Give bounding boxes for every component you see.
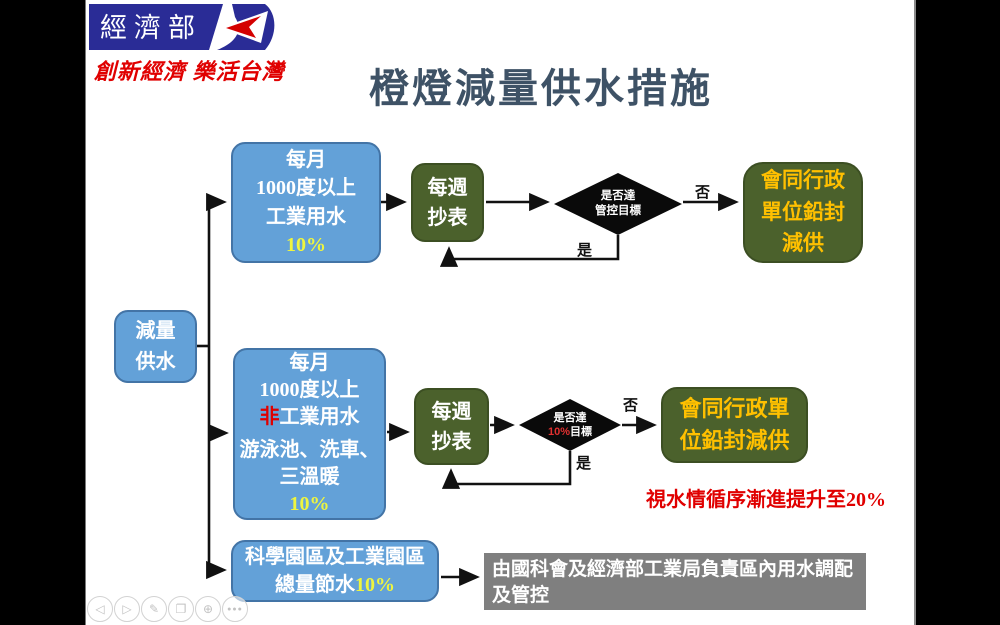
logo-graphic: 經濟部 — [89, 4, 275, 50]
source-line: 每月 — [289, 352, 330, 374]
decision-line: 10%目標 — [548, 425, 592, 439]
action-line: 位鉛封減供 — [679, 428, 790, 453]
decision-line: 是否達 — [553, 411, 587, 424]
previous-slide-button[interactable]: ◁ — [87, 596, 113, 622]
see-all-slides-button[interactable]: ❐ — [168, 596, 194, 622]
root-line: 減量 — [135, 319, 176, 342]
source-box-parks: 科學園區及工業園區總量節水10% — [231, 540, 439, 602]
decision-line: 管控目標 — [595, 205, 641, 217]
pen-button[interactable]: ✎ — [141, 596, 167, 622]
see-all-slides-icon: ❐ — [175, 602, 187, 616]
root-line: 供水 — [135, 350, 176, 373]
root-box: 減量 供水 — [114, 310, 197, 383]
meter-line: 抄表 — [427, 206, 468, 229]
decision-line: 是否達 — [600, 190, 636, 203]
no-label-nonindustrial: 否 — [623, 398, 639, 414]
slideshow-nav-toolbar: ◁ ▷ ✎ ❐ ⊕ ●●● — [87, 596, 248, 624]
action-line: 減供 — [782, 231, 824, 256]
parks-text: 科學園區及工業園區總量節水10% — [239, 543, 431, 599]
next-icon: ▷ — [122, 602, 132, 616]
logo-slogan: 創新經濟 樂活台灣 — [94, 59, 285, 84]
more-options-button[interactable]: ●●● — [222, 596, 248, 622]
source-box-industrial: 每月 1000度以上 工業用水 10% — [231, 142, 381, 263]
previous-icon: ◁ — [95, 602, 105, 616]
zoom-button[interactable]: ⊕ — [195, 596, 221, 622]
logo-red-arrow-icon — [226, 16, 261, 38]
action-line: 會同行政 — [761, 168, 845, 193]
source-line-rest: 工業用水 — [279, 406, 360, 428]
next-slide-button[interactable]: ▷ — [114, 596, 140, 622]
meter-box-nonindustrial: 每週 抄表 — [414, 388, 489, 465]
meter-line: 抄表 — [431, 430, 472, 453]
logo-agency-text: 經濟部 — [100, 13, 202, 43]
decision-line-rest: 目標 — [570, 426, 593, 438]
pen-icon: ✎ — [148, 602, 160, 616]
meter-box-industrial: 每週 抄表 — [411, 163, 484, 242]
action-line: 會同行政單 — [679, 396, 790, 422]
decision-percentage: 10% — [547, 426, 571, 438]
action-box-industrial: 會同行政 單位鉛封 減供 — [743, 162, 863, 263]
slide-title: 橙燈減量供水措施 — [369, 66, 713, 111]
parks-percentage: 10% — [355, 574, 395, 596]
decision-diamond-nonindustrial: 是否達 10%目標 — [519, 399, 621, 451]
source-percentage: 10% — [289, 493, 330, 515]
meter-line: 每週 — [427, 176, 468, 199]
meter-line: 每週 — [431, 400, 472, 423]
source-line: 工業用水 — [266, 205, 346, 228]
non-prefix: 非 — [259, 406, 280, 428]
moea-logo: 經濟部 — [89, 4, 284, 50]
source-line: 1000度以上 — [259, 379, 360, 401]
source-percentage: 10% — [286, 233, 326, 256]
escalation-note: 視水情循序漸進提升至20% — [646, 489, 886, 511]
action-box-nonindustrial: 會同行政單 位鉛封減供 — [661, 387, 808, 463]
yes-label-nonindustrial: 是 — [576, 456, 592, 472]
source-line: 1000度以上 — [256, 177, 356, 200]
action-line: 單位鉛封 — [761, 199, 845, 224]
source-box-nonindustrial: 每月 1000度以上 非工業用水 游泳池、洗車、三溫暖 10% — [233, 348, 386, 520]
parks-action-box: 由國科會及經濟部工業局負責區內用水調配及管控 — [484, 553, 866, 610]
source-examples: 游泳池、洗車、三溫暖 — [239, 439, 380, 488]
zoom-icon: ⊕ — [202, 602, 214, 616]
decision-diamond-industrial: 是否達 管控目標 — [554, 173, 682, 235]
no-label-industrial: 否 — [695, 185, 711, 201]
source-line: 非工業用水 — [260, 404, 360, 431]
more-options-icon: ●●● — [227, 605, 243, 613]
slide: 經濟部 創新經濟 樂活台灣 橙燈減量供水措施 — [85, 0, 916, 625]
yes-label-industrial: 是 — [577, 243, 593, 259]
parks-text-main: 科學園區及工業園區總量節水 — [245, 546, 425, 596]
source-line: 每月 — [286, 148, 326, 171]
